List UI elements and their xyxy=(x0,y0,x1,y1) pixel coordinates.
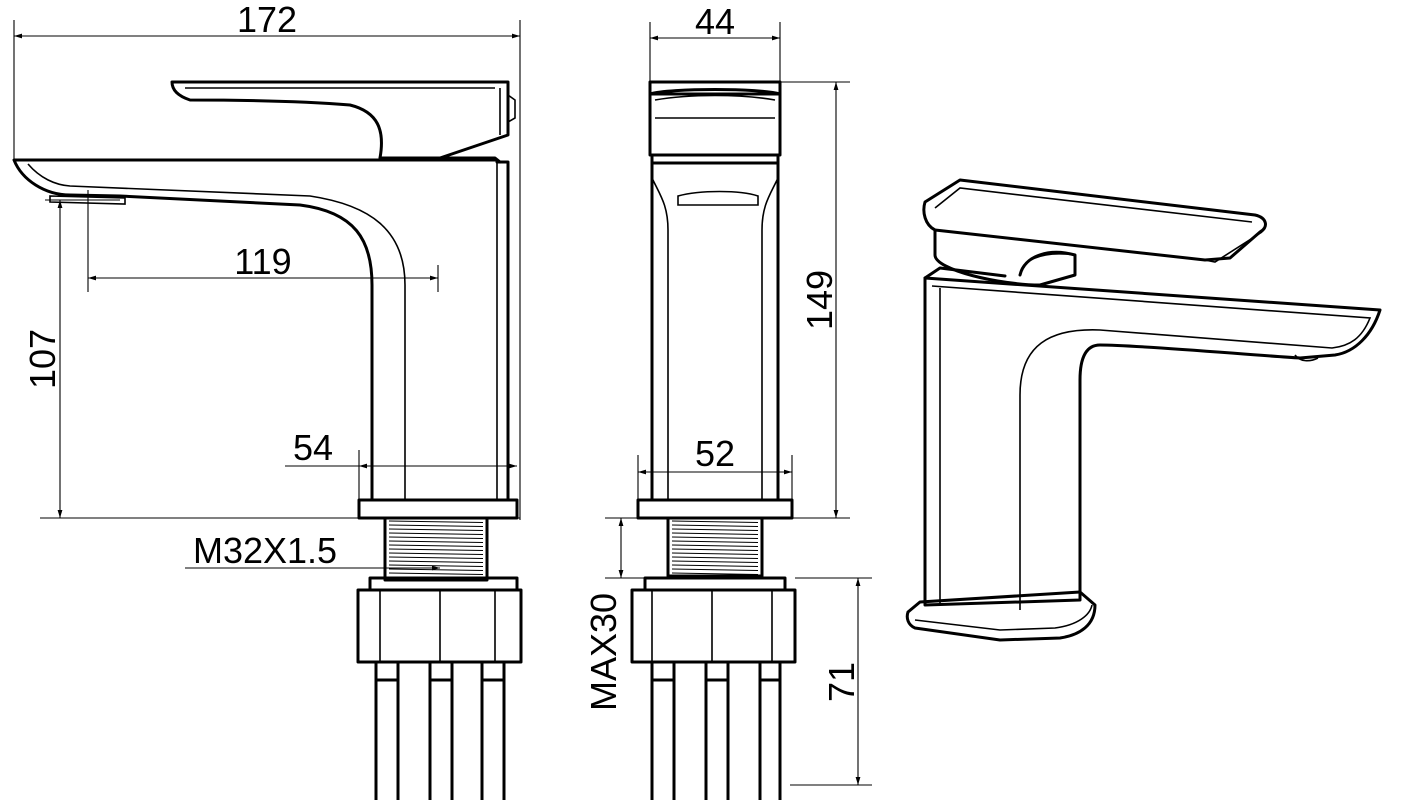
dim-overall-height: 149 xyxy=(799,270,840,330)
iso-base xyxy=(905,590,1097,642)
thread-line xyxy=(388,568,484,571)
dim-max-deck-thickness: MAX30 xyxy=(583,593,624,711)
front-view-dimensions: 44 149 52 MAX30 71 xyxy=(583,1,872,786)
thread-line xyxy=(671,568,759,571)
iso-lever-top xyxy=(922,178,1267,262)
iso-spout xyxy=(923,276,1382,607)
front-view-lever-top xyxy=(648,80,782,96)
thread-line xyxy=(671,564,759,567)
isometric-view xyxy=(905,178,1382,642)
thread-line xyxy=(388,548,484,551)
thread-line xyxy=(671,560,759,563)
thread-line xyxy=(671,540,759,543)
dim-spout-height: 107 xyxy=(22,329,63,389)
front-view-base xyxy=(636,498,794,520)
dim-spout-reach: 119 xyxy=(234,241,291,282)
dim-overall-length: 172 xyxy=(237,0,297,40)
thread-line xyxy=(671,524,759,527)
front-view-threads xyxy=(671,520,759,575)
thread-line xyxy=(671,532,759,535)
side-view-base xyxy=(357,498,519,520)
thread-line xyxy=(671,552,759,555)
thread-line xyxy=(671,544,759,547)
front-view-lever xyxy=(648,88,782,157)
thread-line xyxy=(671,572,759,575)
thread-line xyxy=(388,552,484,555)
thread-line xyxy=(388,528,484,531)
dim-base-length: 54 xyxy=(293,427,333,468)
thread-line xyxy=(388,536,484,539)
dim-base-width: 52 xyxy=(695,433,735,474)
thread-line xyxy=(388,540,484,543)
front-view xyxy=(630,80,797,800)
dim-body-depth: 44 xyxy=(695,1,735,42)
thread-line xyxy=(671,536,759,539)
thread-size-label: M32X1.5 xyxy=(193,530,337,571)
side-view xyxy=(12,80,523,800)
thread-line xyxy=(388,560,484,563)
thread-line xyxy=(671,556,759,559)
thread-line xyxy=(388,532,484,535)
side-view-fingers xyxy=(374,660,506,800)
front-view-nut xyxy=(643,576,787,592)
front-view-shank xyxy=(666,516,764,578)
dim-shank-length: 71 xyxy=(821,662,862,702)
thread-line xyxy=(388,564,484,567)
thread-line xyxy=(388,524,484,527)
thread-line xyxy=(671,548,759,551)
side-view-spout xyxy=(12,158,510,502)
side-view-dimensions: 172 119 107 54 M32X1.5 xyxy=(13,0,521,571)
thread-line xyxy=(671,520,759,523)
thread-line xyxy=(388,572,484,575)
thread-line xyxy=(388,520,484,523)
thread-line xyxy=(388,544,484,547)
thread-line xyxy=(671,528,759,531)
side-view-lever xyxy=(170,80,510,160)
front-view-fingers xyxy=(650,660,782,800)
thread-line xyxy=(388,556,484,559)
side-view-threads xyxy=(388,520,484,579)
